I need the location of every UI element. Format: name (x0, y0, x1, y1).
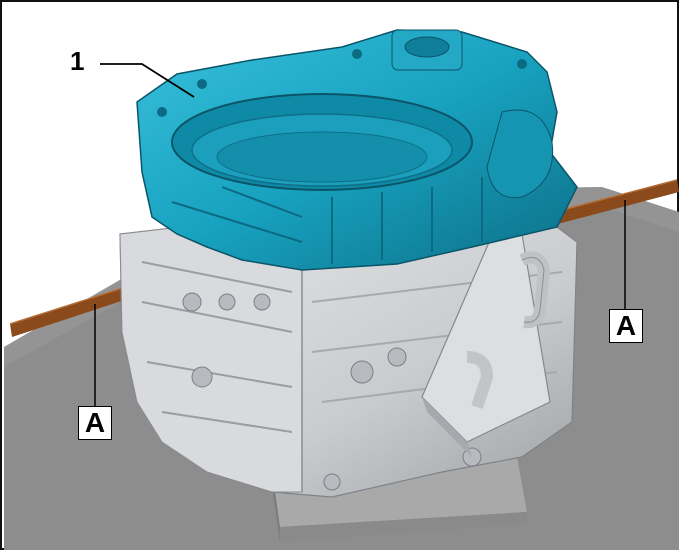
part-number-label: 1 (70, 46, 85, 76)
callout-1-leader (100, 63, 195, 98)
transmission-housing (136, 29, 578, 271)
oil-cooler (421, 233, 551, 457)
rod-label-left: A (78, 406, 112, 440)
support-rod-right (547, 180, 679, 226)
rod-label-right: A (609, 309, 643, 343)
